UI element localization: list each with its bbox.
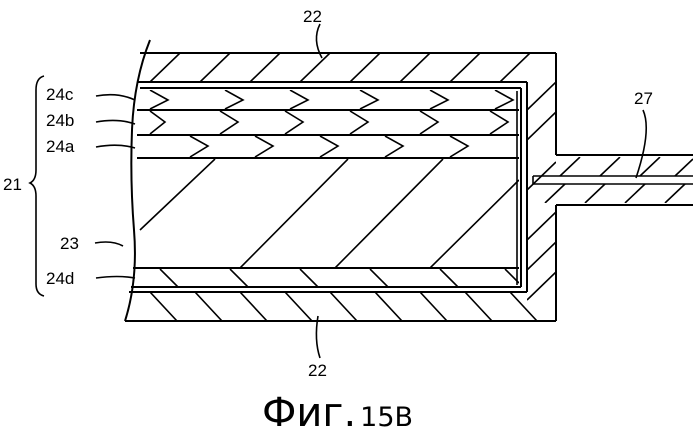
label-22-top: 22: [303, 7, 322, 26]
layer-24d-hatch: [160, 269, 519, 287]
inner-body: [131, 88, 521, 287]
shell-right-hatch: [527, 82, 556, 300]
layer-24c-hatch: [150, 90, 513, 109]
label-22-bottom: 22: [308, 361, 327, 380]
caption-prefix: Фиг.: [262, 390, 356, 436]
lead-27: [533, 155, 693, 205]
figure-caption: Фиг. 15B: [262, 390, 413, 436]
leader-lines: [30, 24, 646, 358]
shell-bottom-hatch: [150, 292, 537, 321]
label-23: 23: [60, 234, 79, 253]
caption-number: 15B: [360, 402, 413, 433]
shell-top-hatch: [150, 53, 530, 82]
label-24a: 24a: [46, 137, 75, 156]
lead-hatch: [545, 157, 693, 203]
label-27: 27: [634, 89, 653, 108]
outer-shell: [125, 40, 556, 321]
label-24c: 24c: [46, 85, 74, 104]
label-24d: 24d: [46, 269, 74, 288]
core-23-hatch: [140, 159, 519, 268]
layer-24b-hatch: [150, 111, 508, 134]
label-24b: 24b: [46, 111, 74, 130]
layer-24a-hatch: [190, 136, 468, 157]
label-21: 21: [3, 175, 22, 194]
